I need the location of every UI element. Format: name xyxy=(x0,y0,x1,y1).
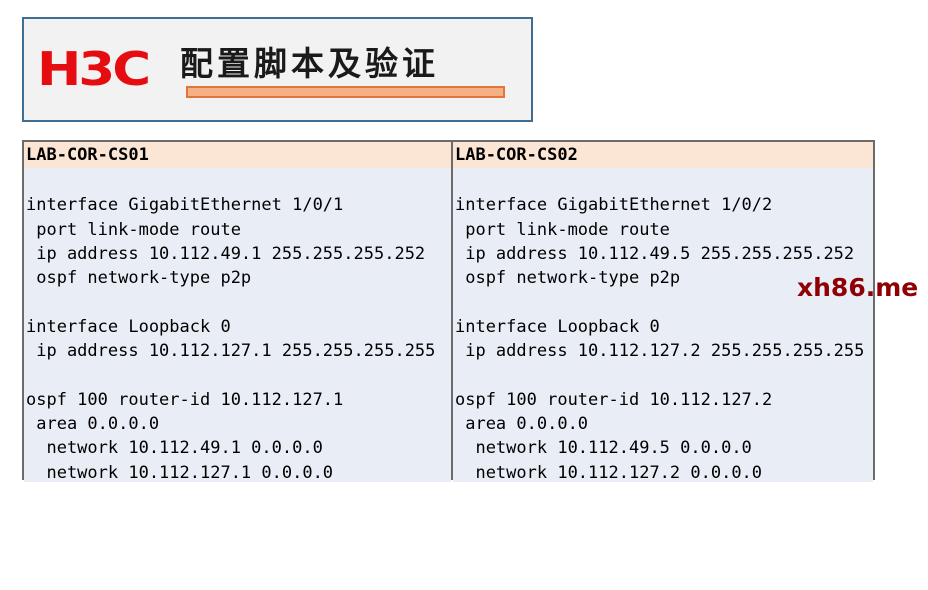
config-column-cs02: LAB-COR-CS02 interface GigabitEthernet 1… xyxy=(450,142,873,482)
config-code-cs01: interface GigabitEthernet 1/0/1 port lin… xyxy=(24,168,451,482)
h3c-logo: H3C xyxy=(37,42,151,97)
page-title: 配置脚本及验证 xyxy=(180,44,439,83)
device-name-header-cs01: LAB-COR-CS01 xyxy=(24,142,451,168)
config-table: LAB-COR-CS01 interface GigabitEthernet 1… xyxy=(22,140,875,482)
config-code-cs02: interface GigabitEthernet 1/0/2 port lin… xyxy=(452,168,873,482)
title-underline-bar xyxy=(186,86,505,98)
config-column-cs01: LAB-COR-CS01 interface GigabitEthernet 1… xyxy=(24,142,451,482)
header-banner: H3C 配置脚本及验证 xyxy=(22,17,533,122)
watermark: xh86.me xyxy=(797,273,919,302)
device-name-header-cs02: LAB-COR-CS02 xyxy=(452,142,873,168)
